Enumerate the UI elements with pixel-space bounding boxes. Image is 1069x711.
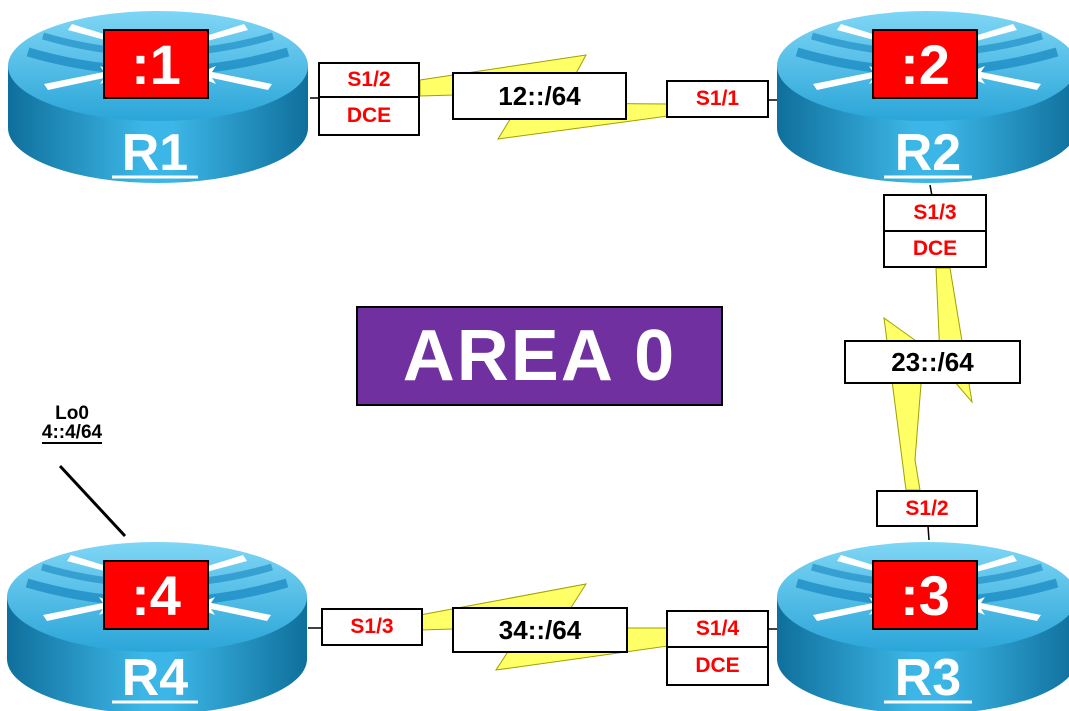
area-label: AREA 0	[356, 306, 723, 406]
router-name-r1: R1	[122, 124, 188, 182]
network-label-12: 12::/64	[452, 72, 627, 120]
interface-label-r2-s1-3: S1/3	[883, 194, 987, 232]
interface-label-r2-s1-1: S1/1	[666, 80, 769, 118]
router-name-r2: R2	[895, 124, 961, 182]
loopback-name: Lo0	[55, 403, 89, 424]
router-name-r3: R3	[895, 649, 961, 707]
loopback-address: 4::4/64	[41, 422, 103, 444]
router-id-r1: :1	[131, 33, 181, 96]
dce-label-r2: DCE	[883, 230, 987, 268]
serial-bolt-r2-r3	[883, 267, 973, 491]
interface-label-r4-s1-3: S1/3	[321, 608, 423, 646]
network-label-34: 34::/64	[452, 607, 628, 653]
interface-label-r3-s1-2: S1/2	[876, 490, 978, 527]
dce-label-r1: DCE	[318, 96, 420, 136]
interface-label-r3-s1-4: S1/4	[666, 610, 769, 648]
loopback-label: Lo0 4::4/64	[22, 404, 122, 444]
router-id-box-r3	[872, 560, 978, 630]
link-line-r3-up	[927, 525, 930, 541]
router-id-box-r4	[103, 560, 209, 630]
router-id-r3: :3	[900, 564, 950, 627]
dce-label-r3: DCE	[666, 646, 769, 686]
interface-label-r1-s1-2: S1/2	[318, 62, 420, 98]
router-id-r4: :4	[131, 564, 181, 627]
network-label-23: 23::/64	[844, 340, 1021, 384]
router-id-r2: :2	[900, 33, 950, 96]
router-id-box-r2	[872, 29, 978, 99]
router-id-box-r1	[103, 29, 209, 99]
router-name-r4: R4	[122, 649, 189, 707]
loopback-line	[58, 464, 127, 538]
